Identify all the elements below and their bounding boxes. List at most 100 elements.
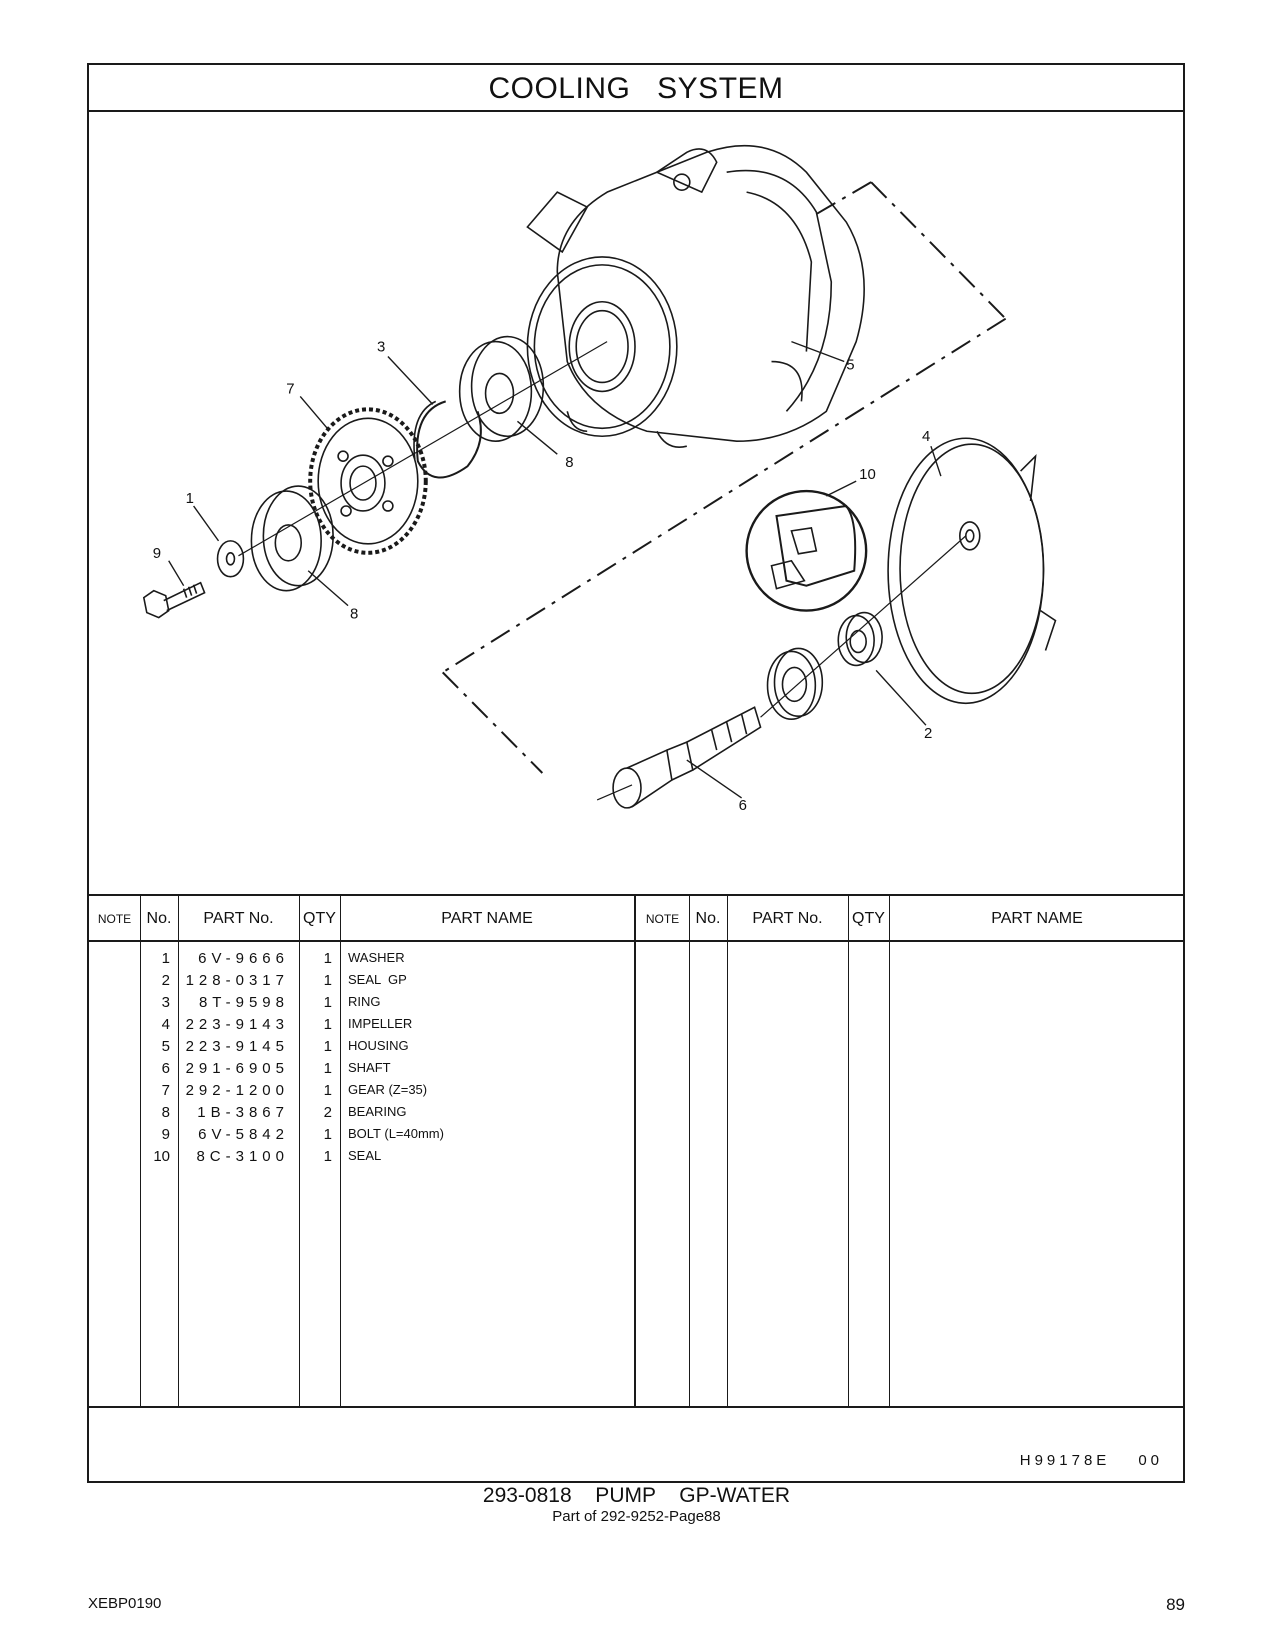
ring-part-3: [413, 400, 482, 479]
seal-detail-part-10: [745, 489, 868, 612]
column-divider: [689, 896, 690, 1406]
callout-5: 5: [846, 356, 854, 373]
row-no: 9: [161, 1126, 170, 1143]
row-qty: 1: [323, 994, 332, 1011]
row-qty: 1: [323, 950, 332, 967]
column-divider: [140, 896, 141, 1406]
column-divider: [848, 896, 849, 1406]
exploded-parts-diagram: 3 7 5 4 10 1 8 9 8 2 6: [89, 112, 1183, 896]
row-no: 2: [161, 972, 170, 989]
header-note-right: NOTE: [645, 912, 680, 926]
row-part-name: WASHER: [348, 950, 405, 965]
impeller-part-4: [887, 437, 1057, 705]
header-part-name-right: PART NAME: [991, 910, 1083, 927]
table-row: 5 223-9145 1 HOUSING: [89, 1038, 1183, 1061]
section-title: COOLING SYSTEM: [89, 65, 1183, 112]
callout-1: 1: [186, 490, 194, 507]
row-qty: 2: [323, 1104, 332, 1121]
row-part-name: HOUSING: [348, 1038, 409, 1053]
table-row: 3 8T-9598 1 RING: [89, 994, 1183, 1017]
row-part-no: 1B-3867: [197, 1104, 289, 1121]
illustration-code: H99178E 00: [1020, 1452, 1163, 1469]
callout-leaders: [168, 340, 942, 799]
row-no: 1: [161, 950, 170, 967]
column-divider: [727, 896, 728, 1406]
bolt-part-9: [142, 581, 206, 619]
row-part-no: 223-9143: [185, 1016, 289, 1033]
row-qty: 1: [323, 972, 332, 989]
row-qty: 1: [323, 1016, 332, 1033]
header-no-left: No.: [146, 910, 172, 927]
row-part-no: 128-0317: [185, 972, 289, 989]
column-divider: [299, 896, 300, 1406]
callout-9: 9: [153, 545, 161, 562]
header-note-left: NOTE: [97, 912, 132, 926]
header-part-no-left: PART No.: [203, 910, 274, 927]
bearing-part-8-lower: [250, 485, 334, 592]
parts-page-frame: COOLING SYSTEM: [87, 63, 1185, 1483]
header-no-right: No.: [695, 910, 721, 927]
callout-numbers: 3 7 5 4 10 1 8 9 8 2 6: [153, 339, 932, 814]
pump-diagram-svg: 3 7 5 4 10 1 8 9 8 2 6: [142, 144, 1057, 814]
row-qty: 1: [323, 1082, 332, 1099]
table-row: 6 291-6905 1 SHAFT: [89, 1060, 1183, 1083]
header-qty-left: QTY: [303, 910, 336, 927]
seal-gp-part-2: [766, 611, 883, 721]
housing-part-5: [526, 144, 865, 448]
table-row: 4 223-9143 1 IMPELLER: [89, 1016, 1183, 1039]
row-no: 6: [161, 1060, 170, 1077]
callout-2: 2: [924, 725, 932, 742]
header-part-name-left: PART NAME: [441, 910, 533, 927]
shaft-axis-line: [238, 341, 608, 557]
section-title-text: COOLING SYSTEM: [488, 72, 784, 105]
gear-part-7: [308, 407, 428, 555]
assembly-caption: 293-0818 PUMP GP-WATER: [482, 1484, 791, 1507]
parts-table-header: NOTE No. PART No. QTY PART NAME NOTE No.…: [89, 896, 1183, 942]
row-part-name: IMPELLER: [348, 1016, 413, 1031]
row-part-no: 223-9145: [185, 1038, 289, 1055]
assembly-dashed-lines: [441, 181, 1007, 774]
table-row: 8 1B-3867 2 BEARING: [89, 1104, 1183, 1127]
shaft-part-6: [596, 535, 967, 809]
row-qty: 1: [323, 1148, 332, 1165]
row-part-name: SEAL GP: [348, 972, 407, 987]
header-qty-right: QTY: [852, 910, 885, 927]
bearing-part-8-upper: [458, 335, 545, 443]
row-part-no: 6V-5842: [198, 1126, 289, 1143]
illustration-code-rev: 00: [1138, 1452, 1163, 1469]
table-row: 2 128-0317 1 SEAL GP: [89, 972, 1183, 995]
column-divider-center: [634, 896, 636, 1406]
callout-10: 10: [859, 466, 876, 483]
row-no: 10: [153, 1148, 170, 1165]
table-row: 1 6V-9666 1 WASHER: [89, 950, 1183, 973]
page-number: 89: [1166, 1595, 1185, 1614]
row-part-name: BEARING: [348, 1104, 407, 1119]
parts-table: NOTE No. PART No. QTY PART NAME NOTE No.…: [89, 896, 1183, 1408]
row-part-no: 292-1200: [185, 1082, 289, 1099]
illustration-code-id: H99178E: [1019, 1452, 1111, 1469]
row-qty: 1: [323, 1060, 332, 1077]
assembly-subcaption: Part of 292-9252-Page88: [552, 1508, 721, 1525]
row-part-no: 8T-9598: [198, 994, 289, 1011]
callout-8-upper: 8: [565, 454, 573, 471]
row-part-no: 6V-9666: [198, 950, 289, 967]
row-no: 3: [161, 994, 170, 1011]
header-part-no-right: PART No.: [752, 910, 823, 927]
table-row: 10 8C-3100 1 SEAL: [89, 1148, 1183, 1171]
callout-4: 4: [922, 428, 930, 445]
row-part-name: BOLT (L=40mm): [348, 1126, 444, 1141]
row-qty: 1: [323, 1038, 332, 1055]
table-row: 9 6V-5842 1 BOLT (L=40mm): [89, 1126, 1183, 1149]
table-row: 7 292-1200 1 GEAR (Z=35): [89, 1082, 1183, 1105]
row-part-no: 8C-3100: [196, 1148, 289, 1165]
row-part-name: RING: [348, 994, 381, 1009]
row-part-no: 291-6905: [185, 1060, 289, 1077]
row-no: 7: [161, 1082, 170, 1099]
row-part-name: GEAR (Z=35): [348, 1082, 428, 1097]
column-divider: [178, 896, 179, 1406]
row-qty: 1: [323, 1126, 332, 1143]
callout-3: 3: [377, 339, 385, 356]
row-part-name: SEAL: [348, 1148, 382, 1163]
callout-6: 6: [739, 797, 747, 814]
row-no: 5: [161, 1038, 170, 1055]
